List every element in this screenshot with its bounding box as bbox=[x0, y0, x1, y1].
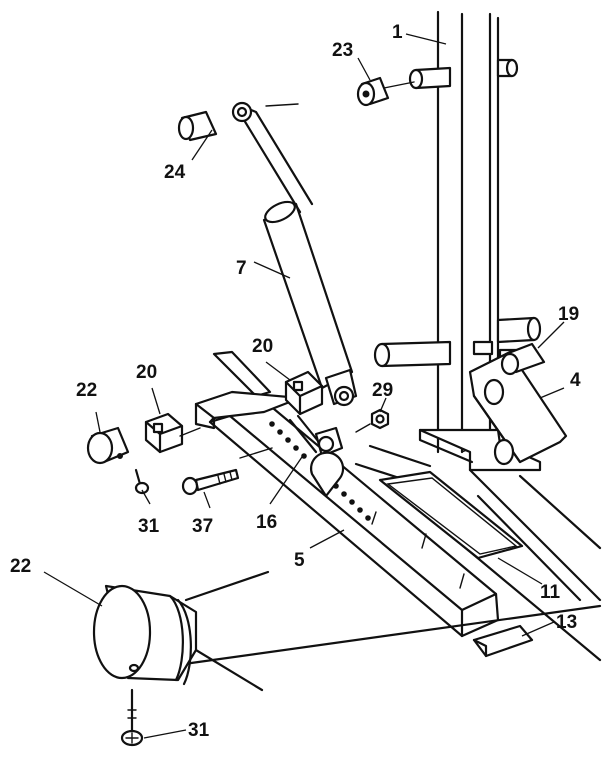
bushing-19 bbox=[500, 342, 546, 376]
foot-plate bbox=[378, 470, 524, 560]
label-part-20-lower: 20 bbox=[136, 362, 157, 383]
part-labels: 1 23 24 7 19 4 20 20 22 29 31 37 16 5 11… bbox=[10, 22, 581, 741]
pivot-bolt-16 bbox=[288, 414, 345, 498]
insert-20-lower bbox=[144, 412, 184, 454]
label-part-37: 37 bbox=[192, 516, 213, 537]
leader-lines bbox=[43, 33, 565, 739]
end-cap-13 bbox=[472, 624, 534, 658]
label-part-31-small: 31 bbox=[138, 516, 160, 537]
cap-24 bbox=[177, 110, 218, 142]
label-part-22-small: 22 bbox=[76, 380, 97, 401]
label-part-23: 23 bbox=[332, 40, 353, 61]
middle-pin bbox=[373, 316, 542, 368]
label-part-29: 29 bbox=[372, 380, 393, 401]
label-part-24: 24 bbox=[164, 162, 186, 183]
pivot-bracket bbox=[468, 350, 568, 466]
label-part-7: 7 bbox=[236, 258, 247, 279]
label-part-16: 16 bbox=[256, 512, 277, 533]
bushing-23 bbox=[356, 76, 390, 107]
detail-end-cap-22 bbox=[92, 570, 602, 692]
label-part-13: 13 bbox=[556, 612, 577, 633]
label-part-11: 11 bbox=[540, 582, 561, 603]
label-part-31-large: 31 bbox=[188, 720, 210, 741]
cap-22-small bbox=[86, 426, 130, 465]
screw-31-small bbox=[134, 468, 150, 495]
label-part-5: 5 bbox=[294, 550, 305, 571]
label-part-19: 19 bbox=[558, 304, 579, 325]
insert-20-upper bbox=[284, 370, 324, 416]
bolt-37 bbox=[181, 468, 240, 496]
screw-31-large bbox=[120, 688, 144, 747]
label-part-4: 4 bbox=[570, 370, 581, 391]
nut-29 bbox=[370, 408, 390, 430]
label-part-20-upper: 20 bbox=[252, 336, 273, 357]
gas-cylinder bbox=[231, 101, 358, 407]
label-part-1: 1 bbox=[392, 22, 403, 43]
label-part-22-large: 22 bbox=[10, 556, 31, 577]
side-tab bbox=[194, 350, 302, 430]
top-pin bbox=[408, 58, 519, 90]
